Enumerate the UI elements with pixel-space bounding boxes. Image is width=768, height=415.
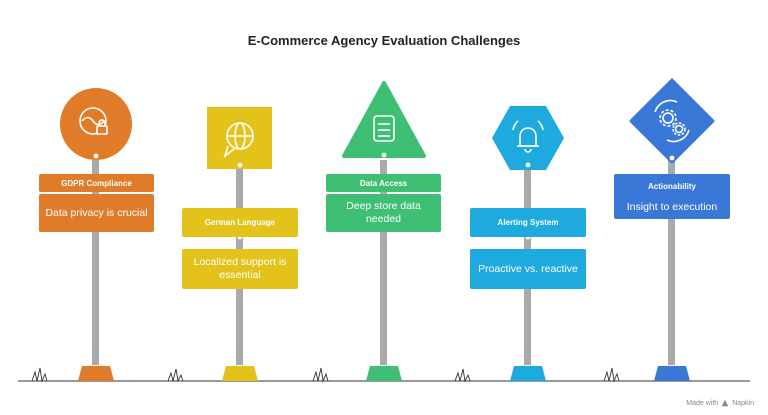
gears-refresh-icon [654, 99, 690, 143]
german-description: Localized support is essential [182, 249, 298, 289]
post-base [366, 366, 402, 381]
made-with-text: Made with [686, 399, 719, 407]
data-access-description: Deep store data needed [326, 194, 441, 232]
globe-chat-icon [223, 122, 254, 159]
sign-german [207, 107, 272, 381]
alerting-label: Alerting System [470, 208, 586, 237]
triangle-sign [342, 81, 426, 158]
napkin-logo-icon [722, 399, 729, 407]
german-label: German Language [182, 208, 298, 237]
gdpr-label: GDPR Compliance [39, 174, 154, 192]
post-base [78, 366, 114, 381]
actionability-label: Actionability [614, 174, 730, 198]
post [668, 160, 675, 365]
square-sign [207, 107, 272, 169]
post [380, 160, 387, 365]
bell-alert-icon [512, 120, 544, 153]
actionability-description: Insight to execution [614, 195, 730, 219]
post [92, 160, 99, 365]
data-access-label: Data Access [326, 174, 441, 192]
post-base [510, 366, 546, 381]
hexagon-sign [492, 106, 564, 170]
alerting-description: Proactive vs. reactive [470, 249, 586, 289]
gdpr-description: Data privacy is crucial [39, 194, 154, 232]
sign-data-access [342, 81, 426, 381]
post-base [654, 366, 690, 381]
eye-lock-icon [79, 107, 108, 135]
post-base [222, 366, 258, 381]
napkin-brand: Napkin [732, 399, 754, 407]
diagram-title: E-Commerce Agency Evaluation Challenges [247, 33, 521, 48]
database-icon [373, 115, 395, 142]
sign-actionability [629, 78, 715, 381]
sign-gdpr [60, 88, 132, 381]
sign-alerting [492, 106, 564, 381]
grass-tufts [31, 367, 620, 383]
made-with-footer[interactable]: Made with Napkin [686, 399, 754, 407]
